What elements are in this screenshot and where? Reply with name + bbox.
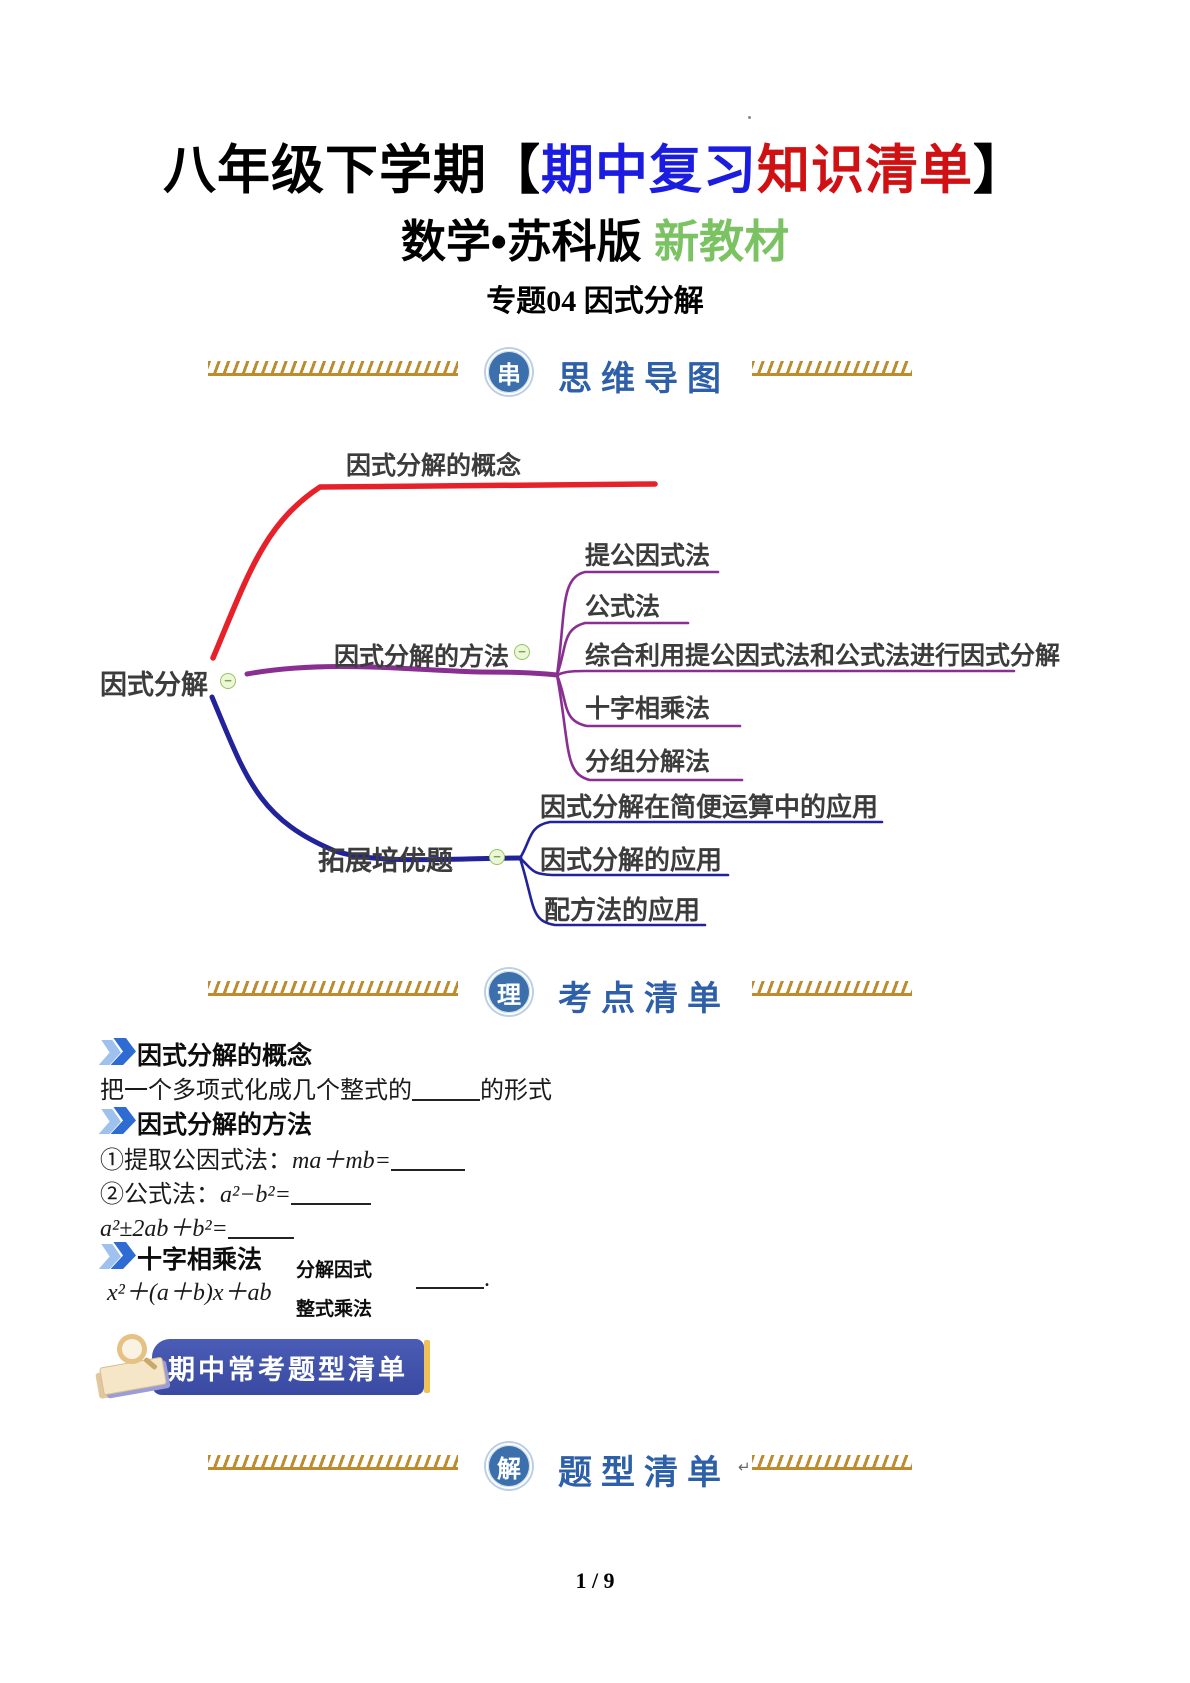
exam-points-section-title: 考点清单 [558,981,730,1018]
title-red-part: 知识清单 [757,141,973,200]
double-chevron-icon [100,1107,127,1139]
method-formula-row: ②公式法：a²−b²= [100,1174,371,1209]
title-blue-part: 期中复习 [541,141,757,200]
mindmap-node-concept: 因式分解的概念 [346,452,522,480]
cross-multiply-expression: x²＋(a＋b)x＋ab [107,1280,272,1306]
mindmap-node-combined-method: 综合利用提公因式法和公式法进行因式分解 [585,642,1061,670]
collapse-icon-extension[interactable]: − [489,849,505,865]
heading-concept-label: 因式分解的概念 [137,1042,313,1070]
mindmap-node-methods: 因式分解的方法 [334,643,510,671]
heading-methods-label: 因式分解的方法 [137,1111,313,1139]
formula-common-factor: ma＋mb= [292,1148,391,1174]
mindmap-root-node: 因式分解 [100,670,208,700]
mindmap-node-common-factor: 提公因式法 [585,542,711,570]
cross-multiply-answer: . [416,1266,490,1293]
subtitle-subject: 数学•苏科版 [400,216,642,267]
formula-diff-squares: a²−b²= [220,1182,291,1208]
hatch-line-left [208,1455,458,1470]
midterm-question-types-banner: 期中常考题型清单 [95,1334,440,1404]
topic-title: 专题04 因式分解 [486,285,704,318]
mindmap-node-extension: 拓展培优题 [318,846,453,876]
hatch-line-right [752,1455,912,1470]
fill-in-blank [416,1287,484,1289]
problem-types-badge-icon: 解 [486,1443,532,1489]
hatch-line-left [208,361,458,376]
hatch-line-left [208,981,458,996]
title-prefix: 八年级下学期 [163,141,487,200]
branch-extension-trunk [209,694,523,863]
page-number: 1 / 9 [575,1568,615,1593]
cross-label-expand: 整式乘法 [296,1299,373,1320]
fill-in-blank [412,1099,480,1101]
page-subtitle: 数学•苏科版 新教材 [0,205,1190,270]
mindmap-node-grouping: 分组分解法 [585,748,711,776]
title-bracket-close: 】 [973,141,1027,200]
mindmap-node-formula-method: 公式法 [585,593,661,621]
problem-types-section-title: 题型清单 [558,1455,730,1492]
mindmap-section-title: 思维导图 [558,361,730,398]
mindmap-node-simplified-calc: 因式分解在简便运算中的应用 [540,792,879,822]
banner-gold-edge [424,1340,430,1393]
formula-perfect-square: a²±2ab＋b²= [100,1216,228,1242]
subtitle-new-material: 新教材 [654,216,790,267]
paragraph-return-mark: ↵ [738,1459,751,1476]
fill-in-blank [390,1169,465,1171]
method-common-factor-row: ①提取公因式法：ma＋mb= [100,1140,465,1175]
magnifier-icon [117,1334,147,1364]
stray-mark [748,116,751,119]
double-chevron-icon [100,1242,127,1274]
double-chevron-icon [100,1038,127,1070]
banner-plate: 期中常考题型清单 [152,1339,424,1395]
hatch-line-right [752,981,912,996]
cross-label-factorize: 分解因式 [296,1260,373,1281]
concept-definition-text: 把一个多项式化成几个整式的的形式 [100,1078,552,1104]
heading-concept: 因式分解的概念 [100,1036,312,1072]
heading-cross-multiply: 十字相乘法 [100,1240,262,1276]
title-bracket-open: 【 [487,141,541,200]
page-title: 八年级下学期【期中复习知识清单】 [0,128,1190,204]
mindmap-node-completing-square: 配方法的应用 [544,895,701,925]
banner-label: 期中常考题型清单 [168,1354,408,1385]
exam-points-badge-icon: 理 [486,969,532,1015]
heading-methods: 因式分解的方法 [100,1105,312,1141]
method-perfect-square-row: a²±2ab＋b²= [100,1208,294,1243]
mindmap-node-cross-multiply: 十字相乘法 [585,695,711,723]
collapse-icon-methods[interactable]: − [514,644,530,660]
heading-cross-multiply-label: 十字相乘法 [137,1246,263,1274]
collapse-icon-root[interactable]: − [220,673,236,689]
mindmap-badge-icon: 串 [486,349,532,395]
fill-in-blank [290,1203,371,1205]
fill-in-blank [227,1237,294,1239]
hatch-line-right [752,361,912,376]
mindmap-node-application: 因式分解的应用 [540,845,723,875]
